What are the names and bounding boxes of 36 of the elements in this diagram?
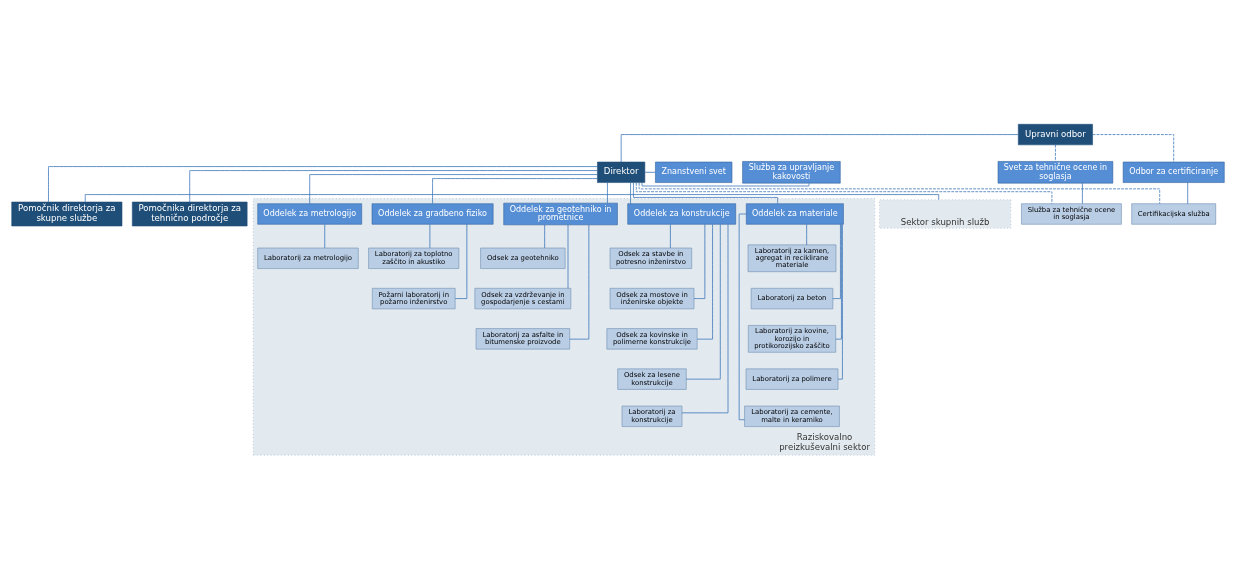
connector	[685, 223, 721, 379]
connector	[693, 223, 706, 299]
connector	[641, 181, 810, 186]
connector	[696, 223, 713, 339]
connector	[806, 223, 808, 245]
connector	[835, 223, 842, 339]
connector	[324, 223, 326, 248]
connector	[620, 133, 1019, 162]
node-box: Pomočnika direktorja za tehnično področje	[132, 201, 248, 226]
connector	[48, 165, 598, 202]
node-box: Sektor skupnih služb	[879, 198, 1012, 229]
connector	[429, 223, 431, 248]
connector	[644, 171, 656, 173]
connector	[832, 223, 841, 299]
connector	[189, 169, 598, 202]
connector	[1092, 133, 1175, 162]
connector	[837, 223, 843, 379]
connector	[309, 173, 598, 204]
connector	[635, 181, 1053, 204]
connector	[432, 177, 598, 204]
connector	[633, 181, 778, 204]
node-box: Direktor	[597, 161, 646, 183]
connector	[569, 224, 590, 339]
connector	[681, 223, 729, 413]
connector	[1082, 182, 1083, 204]
connector	[738, 213, 747, 420]
connector	[670, 223, 671, 248]
connector	[1187, 181, 1189, 204]
connector	[567, 224, 569, 289]
node-box: Pomočnik direktorja za skupne službe	[11, 201, 123, 226]
connector	[544, 224, 546, 248]
connector	[84, 193, 940, 202]
connector	[1055, 144, 1056, 162]
connector	[630, 181, 631, 204]
node-box: Upravni odbor	[1018, 123, 1093, 145]
connector	[607, 181, 608, 203]
